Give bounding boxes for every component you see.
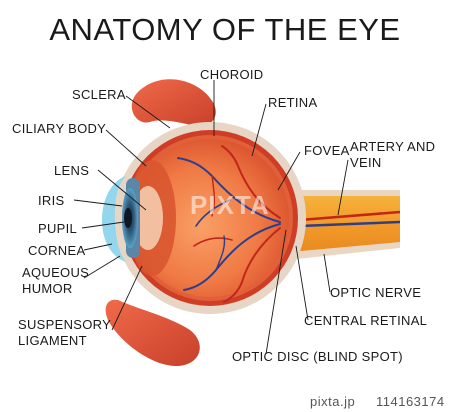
label-optic-disc: OPTIC DISC (BLIND SPOT) xyxy=(232,349,403,364)
label-choroid: CHOROID xyxy=(200,67,264,82)
label-cornea: CORNEA xyxy=(28,243,86,258)
upper-muscle xyxy=(131,79,216,127)
label-central-retinal: CENTRAL RETINAL xyxy=(304,313,428,328)
label-pupil: PUPIL xyxy=(38,221,78,236)
label-fovea: FOVEA xyxy=(304,143,350,158)
pupil-shape xyxy=(124,208,132,228)
vitreous xyxy=(131,139,289,297)
label-ciliary-body: CILIARY BODY xyxy=(12,121,107,136)
cornea-shape xyxy=(101,176,126,262)
label-sclera: SCLERA xyxy=(72,87,126,102)
label-suspensory-ligament-line2: LIGAMENT xyxy=(18,333,87,348)
page-title: ANATOMY OF THE EYE xyxy=(49,12,401,47)
label-optic-nerve: OPTIC NERVE xyxy=(330,285,422,300)
label-artery-and-vein-line2: VEIN xyxy=(350,155,382,170)
label-aqueous-humor-line1: AQUEOUS xyxy=(22,265,90,280)
watermark-footer-id: 114163174 xyxy=(376,394,445,409)
watermark-brand: PIXTA xyxy=(190,190,270,220)
leader-lines xyxy=(73,80,349,355)
retinal-vessels xyxy=(177,145,281,303)
watermark-footer-brand: pixta.jp xyxy=(310,394,356,409)
label-artery-and-vein-line1: ARTERY AND xyxy=(350,139,436,154)
lens-shape xyxy=(133,186,163,250)
lower-muscle xyxy=(105,299,200,366)
label-retina: RETINA xyxy=(268,95,318,110)
label-iris: IRIS xyxy=(38,193,65,208)
label-lens: LENS xyxy=(54,163,90,178)
label-aqueous-humor-line2: HUMOR xyxy=(22,281,73,296)
label-suspensory-ligament-line1: SUSPENSORY xyxy=(18,317,112,332)
